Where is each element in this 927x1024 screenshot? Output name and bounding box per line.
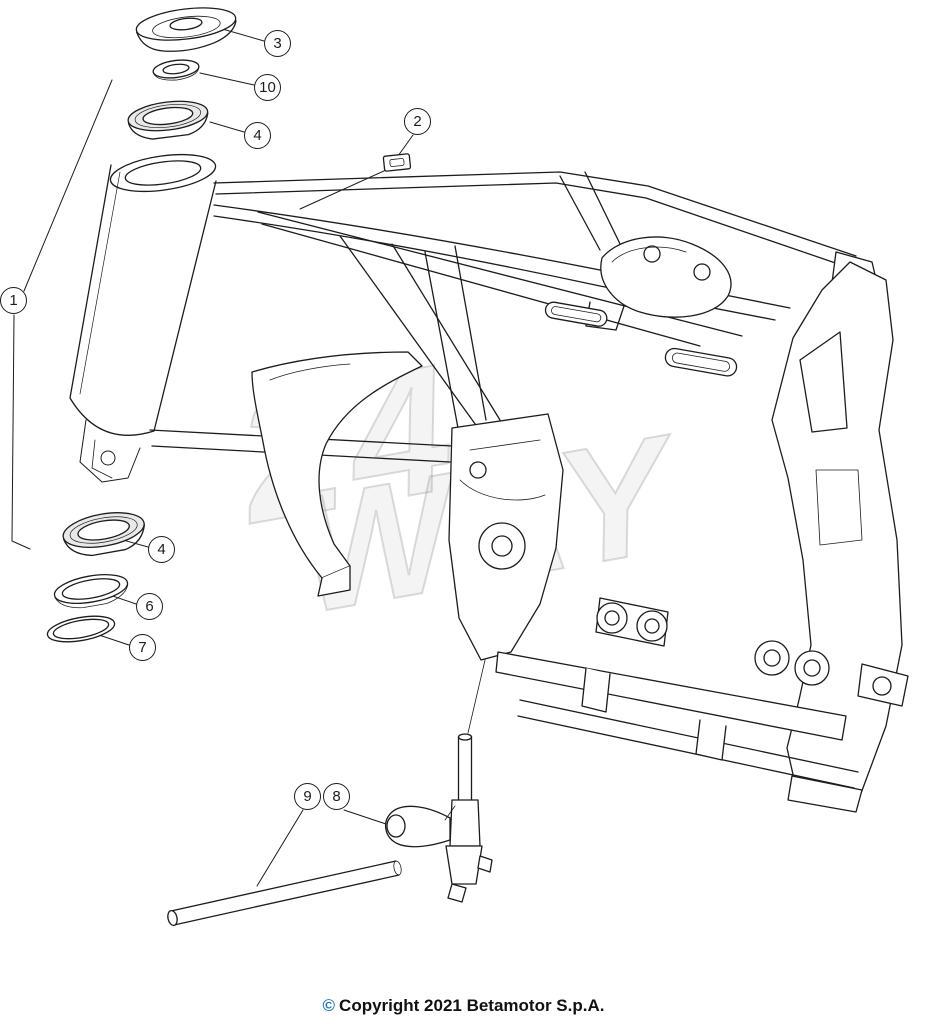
part-upper-bearing xyxy=(127,100,209,140)
callout-10[interactable]: 10 xyxy=(254,74,281,101)
callout-3[interactable]: 3 xyxy=(264,30,291,57)
leader-lines xyxy=(11,27,507,887)
callout-2[interactable]: 2 xyxy=(404,108,431,135)
callout-9[interactable]: 9 xyxy=(294,783,321,810)
callout-6[interactable]: 6 xyxy=(136,593,163,620)
callout-4-upper[interactable]: 4 xyxy=(244,122,271,149)
copyright-symbol: © xyxy=(322,996,336,1015)
copyright-text: Copyright 2021 Betamotor S.p.A. xyxy=(339,996,605,1015)
part-seal-ring xyxy=(53,574,129,609)
callout-8[interactable]: 8 xyxy=(323,783,350,810)
callout-4-lower[interactable]: 4 xyxy=(148,536,175,563)
callout-7[interactable]: 7 xyxy=(129,634,156,661)
part-tube xyxy=(167,860,402,927)
part-o-ring xyxy=(46,615,116,643)
part-clamp-plate xyxy=(382,153,412,172)
callout-1[interactable]: 1 xyxy=(0,287,27,314)
part-valve-assembly xyxy=(385,733,493,903)
part-washer xyxy=(152,59,200,81)
part-lower-bearing xyxy=(62,512,146,557)
frame-head-tube xyxy=(69,153,217,483)
copyright-notice: ©Copyright 2021 Betamotor S.p.A. xyxy=(0,996,927,1016)
frame-main-structure xyxy=(149,171,909,813)
part-steering-cap xyxy=(135,7,237,52)
